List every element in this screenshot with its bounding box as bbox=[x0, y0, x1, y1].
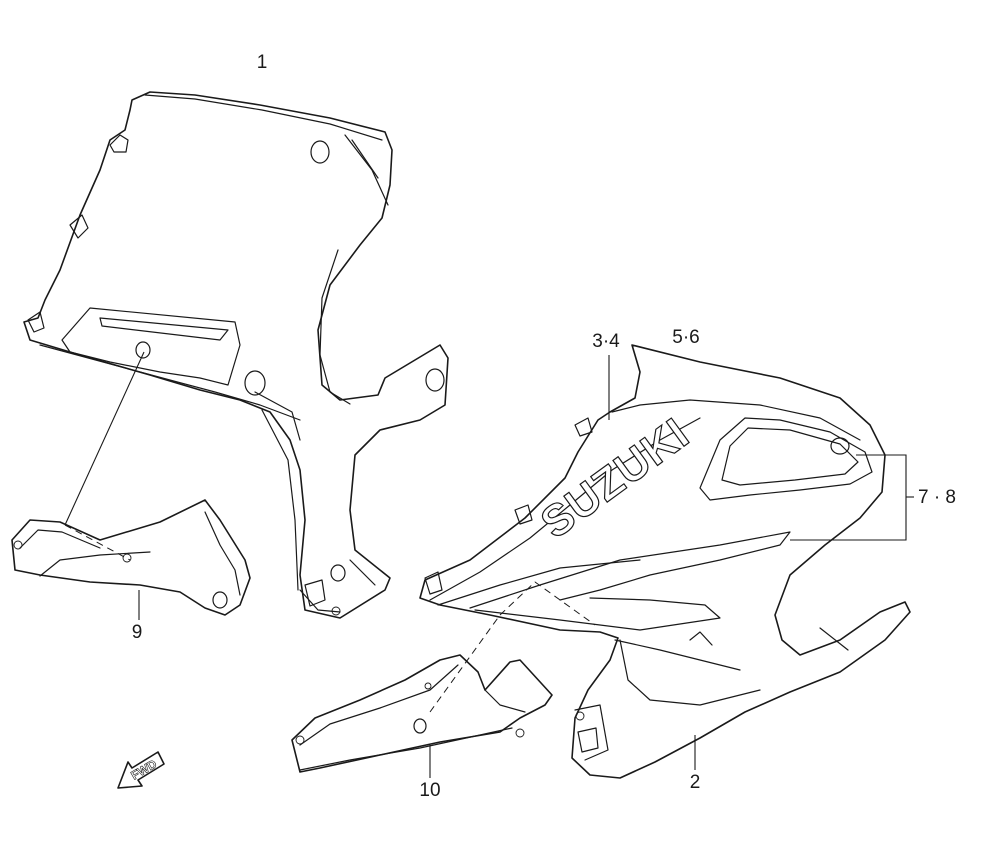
callout-10: 10 bbox=[419, 780, 440, 801]
callout-5-6: 5·6 bbox=[672, 327, 699, 348]
callout-7-8: 7 · 8 bbox=[918, 487, 956, 508]
forward-arrow: FWD bbox=[117, 751, 165, 789]
callout-1: 1 bbox=[257, 52, 268, 73]
callout-2: 2 bbox=[690, 772, 701, 793]
callout-9: 9 bbox=[132, 622, 143, 643]
part-9-lower-cover bbox=[11, 499, 251, 616]
part-1-inner-fairing bbox=[23, 91, 449, 619]
part-10-lower-cover bbox=[291, 654, 553, 773]
leader-lines bbox=[64, 351, 914, 778]
callout-3-4: 3·4 bbox=[592, 331, 620, 352]
